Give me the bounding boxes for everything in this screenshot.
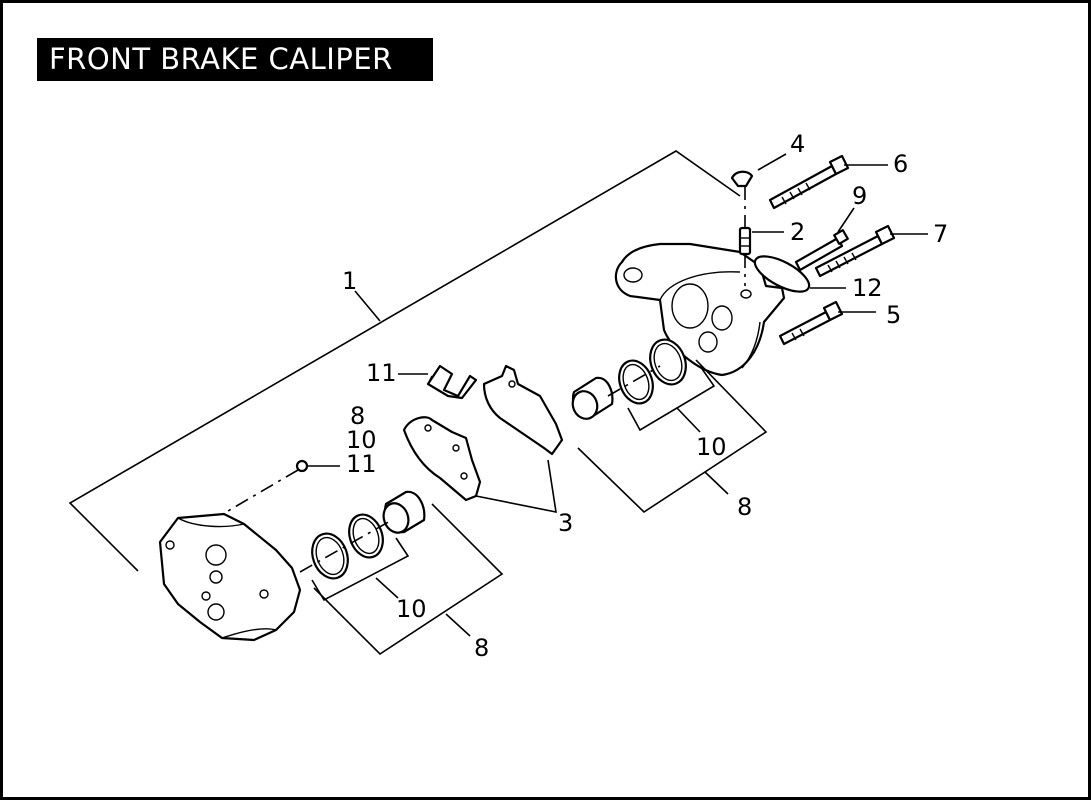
seal-right-inner <box>618 359 654 405</box>
callout-10-stack: 10 <box>346 426 377 454</box>
title-banner: FRONT BRAKE CALIPER <box>37 38 433 81</box>
callout-8-bottom: 8 <box>474 634 489 662</box>
callout-12: 12 <box>852 274 883 302</box>
callout-7: 7 <box>933 220 948 248</box>
callout-10-right: 10 <box>696 433 727 461</box>
caliper-body-right <box>614 242 786 377</box>
brake-pad-right <box>482 364 564 456</box>
small-o-ring <box>295 459 309 473</box>
caliper-body-left <box>158 512 302 642</box>
mounting-bolt-6 <box>768 154 850 210</box>
bracket-10-left <box>311 537 410 602</box>
bleeder-screw <box>738 226 752 256</box>
callout-2: 2 <box>790 218 805 246</box>
pad-spring-clip <box>426 364 478 400</box>
bleeder-cap <box>730 170 754 188</box>
callout-1: 1 <box>342 267 357 295</box>
bracket-8-left <box>313 503 504 656</box>
leader-lines <box>306 153 928 467</box>
piston-right <box>571 376 614 420</box>
callout-6: 6 <box>893 150 908 178</box>
bracket-10-right <box>627 365 716 433</box>
brake-pad-left <box>402 416 482 502</box>
callout-11-stack: 11 <box>346 450 377 478</box>
callout-9: 9 <box>852 182 867 210</box>
assembly-bracket <box>68 150 741 572</box>
seal-right-outer <box>649 338 687 386</box>
seal-left-outer <box>311 532 349 580</box>
mounting-bolt-5 <box>778 300 844 346</box>
callout-8-right: 8 <box>737 493 752 521</box>
mounting-bolt-7 <box>814 224 896 278</box>
bleeder-valve-9 <box>794 229 849 272</box>
callout-11-top: 11 <box>366 359 397 387</box>
callout-8-stack: 8 <box>350 402 365 430</box>
callout-3: 3 <box>558 509 573 537</box>
callout-10-bottom: 10 <box>396 595 427 623</box>
callout-4: 4 <box>790 130 805 158</box>
o-ring-12 <box>753 255 811 293</box>
callout-5: 5 <box>886 301 901 329</box>
diagram-title: FRONT BRAKE CALIPER <box>49 42 393 76</box>
bracket-8-right <box>577 359 768 514</box>
piston-left <box>382 490 426 534</box>
seal-left-inner <box>348 513 384 559</box>
